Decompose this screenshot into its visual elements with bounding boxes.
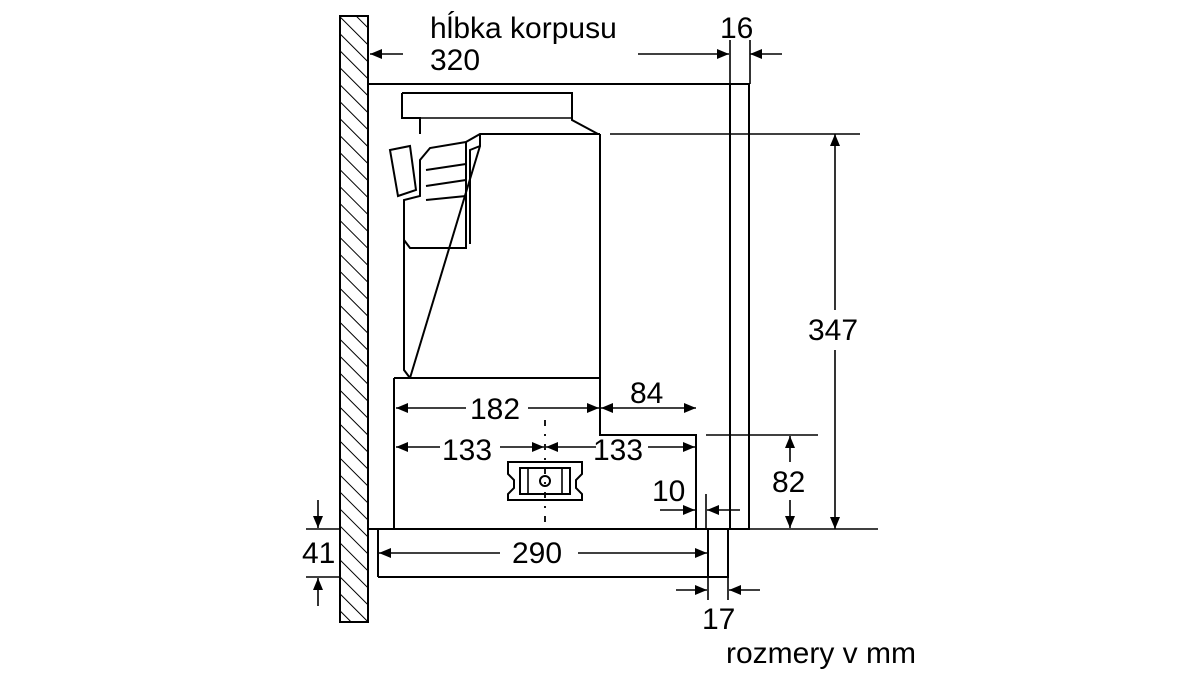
fan-connector xyxy=(507,420,583,522)
wall xyxy=(339,15,369,623)
dimension-labels: hĺbka korpusu 320 16 347 182 84 133 133 … xyxy=(302,11,916,670)
label-bottom-41: 41 xyxy=(302,537,335,570)
label-depth-value: 320 xyxy=(430,44,480,77)
hood-unit xyxy=(388,92,697,529)
label-depth-title: hĺbka korpusu xyxy=(430,11,617,45)
label-front-thickness: 16 xyxy=(720,12,753,45)
label-depth-84: 84 xyxy=(630,377,663,410)
label-height-82: 82 xyxy=(772,466,805,499)
label-gap-10: 10 xyxy=(652,475,685,508)
label-front-17: 17 xyxy=(702,603,735,636)
label-units: rozmery v mm xyxy=(726,637,916,670)
label-half-left: 133 xyxy=(442,434,492,467)
dimension-lines xyxy=(306,40,878,606)
cabinet-carcass xyxy=(368,83,750,578)
label-half-right: 133 xyxy=(593,434,643,467)
label-width-290: 290 xyxy=(512,537,562,570)
label-total-height: 347 xyxy=(808,314,858,347)
label-width-182: 182 xyxy=(470,393,520,426)
